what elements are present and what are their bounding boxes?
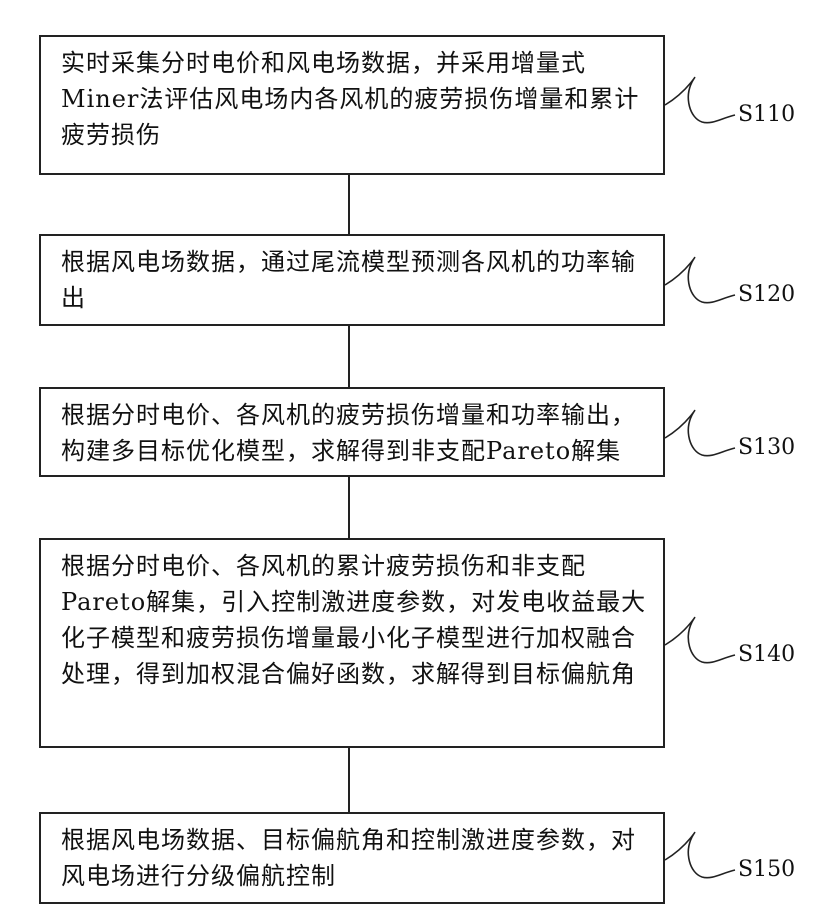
leader-s150 — [665, 833, 735, 878]
leader-s110 — [665, 78, 735, 123]
step-label-s140: S140 — [738, 642, 795, 667]
step-label-s110: S110 — [738, 102, 795, 127]
leader-s120 — [665, 258, 735, 303]
leader-s140 — [665, 618, 735, 663]
step-label-s130: S130 — [738, 435, 795, 460]
leader-s130 — [665, 411, 735, 456]
step-label-s120: S120 — [738, 282, 795, 307]
step-label-s150: S150 — [738, 857, 795, 882]
